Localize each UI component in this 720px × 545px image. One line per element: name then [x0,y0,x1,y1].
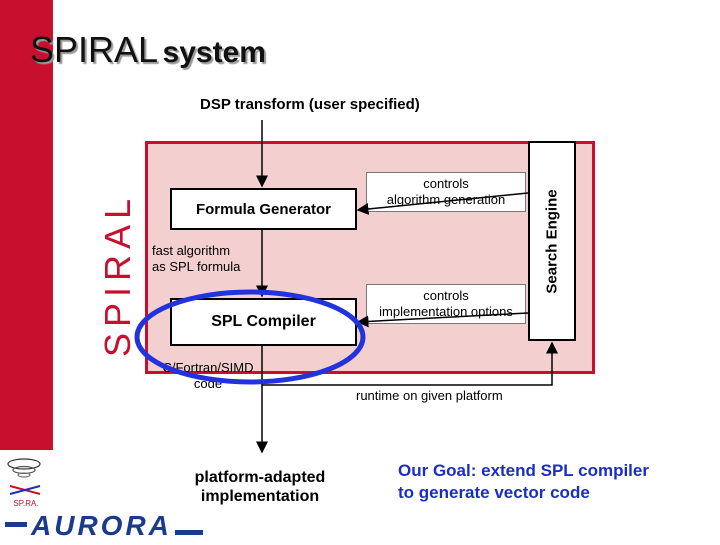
goal-line2: to generate vector code [398,483,590,502]
goal-line1: Our Goal: extend SPL compiler [398,461,649,480]
fast-algorithm-line2: as SPL formula [152,259,241,274]
spl-compiler-box: SPL Compiler [170,298,357,346]
platform-adapted-line1: platform-adapted [194,469,326,486]
controls-algorithm-line1: controls [423,176,469,191]
controls-implementation-line2: implementation options [379,304,513,319]
spiral-vertical-label: SPIRAL [97,192,138,358]
title-main: SPIRAL [30,29,159,70]
aurora-logo: AURORA [5,508,205,541]
controls-implementation-note: controls implementation options [366,284,526,324]
title-sub: system [162,36,266,69]
controls-algorithm-note: controls algorithm generation [366,172,526,212]
spiral-logo-icon: SP.RA. [7,458,41,508]
spiral-logo: SP.RA. [0,450,53,512]
aurora-logo-icon: AURORA [5,510,203,541]
formula-generator-box: Formula Generator [170,188,357,230]
red-side-bar [0,0,53,450]
c-fortran-line1: C/Fortran/SIMD [162,360,254,375]
fast-algorithm-line1: fast algorithm [152,243,231,258]
svg-text:SP.RA.: SP.RA. [13,499,38,508]
controls-algorithm-line2: algorithm generation [386,192,506,207]
search-engine-label: Search Engine [543,188,561,294]
fast-algorithm-label: fast algorithm as SPL formula [150,242,243,276]
c-fortran-label: C/Fortran/SIMD code [153,360,263,392]
runtime-label: runtime on given platform [356,388,503,403]
platform-adapted-label: platform-adapted implementation [170,468,350,506]
svg-text:AURORA: AURORA [30,510,172,540]
goal-text: Our Goal: extend SPL compiler to generat… [398,460,649,504]
input-label: DSP transform (user specified) [200,96,420,113]
c-fortran-line2: code [193,376,223,391]
controls-implementation-line1: controls [423,288,469,303]
platform-adapted-line2: implementation [200,488,320,505]
slide-title: SPIRAL system [30,32,266,68]
search-engine-box: Search Engine [528,141,576,341]
